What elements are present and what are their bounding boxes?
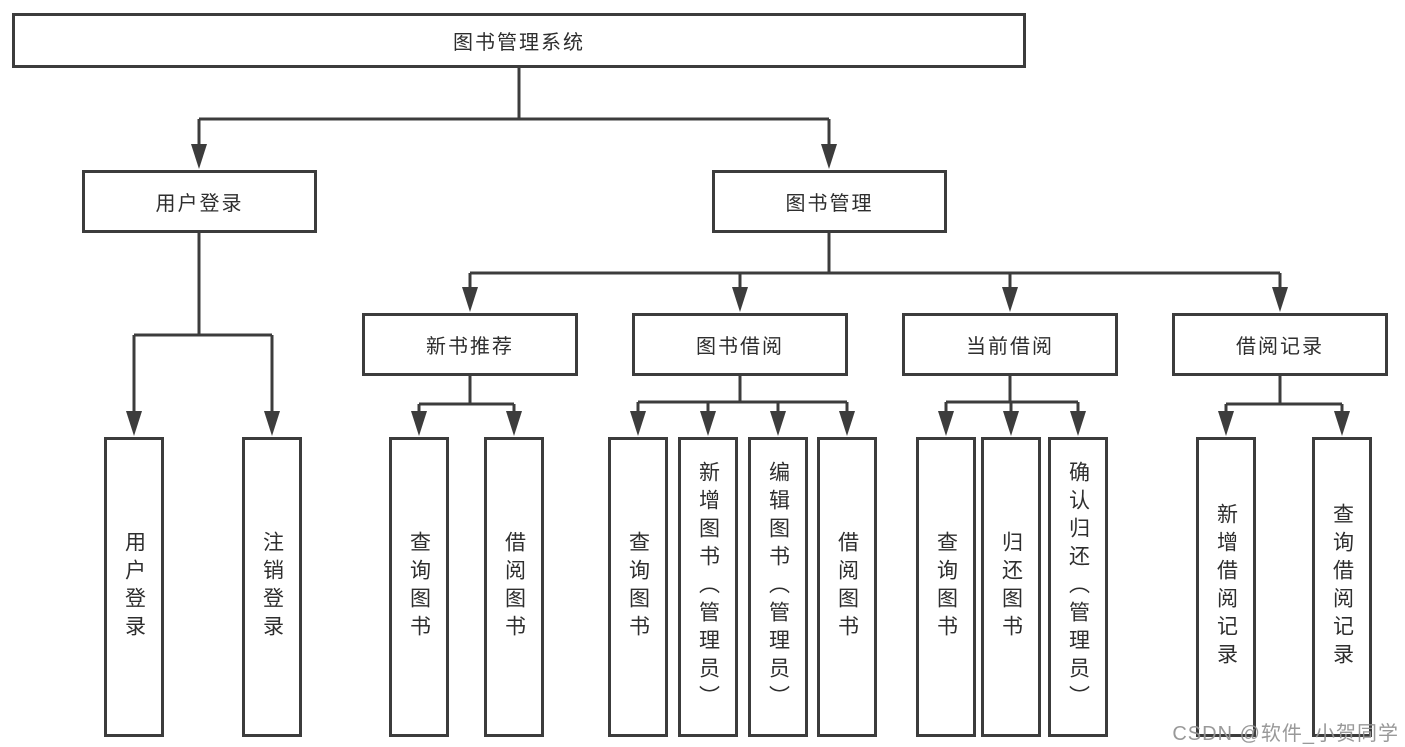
node-book-borrow: 图书借阅 <box>632 313 848 376</box>
csdn-watermark: CSDN @软件_小贺同学 <box>1172 723 1399 745</box>
leaf-borrow-query-books: 查询图书 <box>608 437 668 737</box>
leaf-return-books: 归还图书 <box>981 437 1041 737</box>
leaf-user-login: 用户登录 <box>104 437 164 737</box>
leaf-current-query-books: 查询图书 <box>916 437 976 737</box>
leaf-logout: 注销登录 <box>242 437 302 737</box>
node-root-system: 图书管理系统 <box>12 13 1026 68</box>
leaf-add-borrow-record: 新增借阅记录 <box>1196 437 1256 737</box>
node-borrow-records: 借阅记录 <box>1172 313 1388 376</box>
leaf-edit-books-admin: 编辑图书（管理员） <box>748 437 808 737</box>
leaf-recommend-query-books: 查询图书 <box>389 437 449 737</box>
node-current-borrow: 当前借阅 <box>902 313 1118 376</box>
node-book-management: 图书管理 <box>712 170 947 233</box>
arrowheads <box>126 144 1350 436</box>
leaf-query-borrow-record: 查询借阅记录 <box>1312 437 1372 737</box>
leaf-add-books-admin: 新增图书（管理员） <box>678 437 738 737</box>
leaf-confirm-return-admin: 确认归还（管理员） <box>1048 437 1108 737</box>
leaf-recommend-borrow-books: 借阅图书 <box>484 437 544 737</box>
node-user-login: 用户登录 <box>82 170 317 233</box>
node-new-book-recommend: 新书推荐 <box>362 313 578 376</box>
connector-segments <box>132 68 1344 414</box>
leaf-borrow-books: 借阅图书 <box>817 437 877 737</box>
